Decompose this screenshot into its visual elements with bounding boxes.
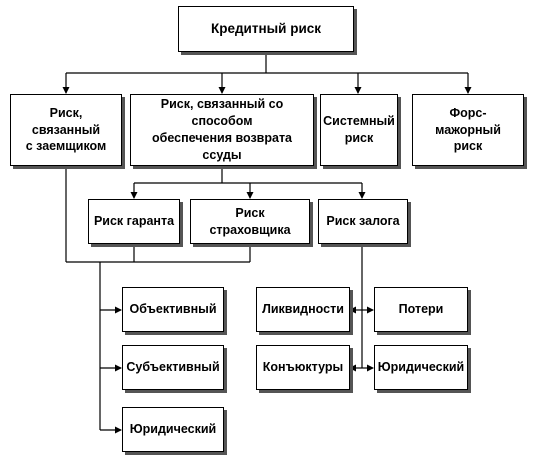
node-insurer-risk-label: Риск страховщика xyxy=(209,205,291,237)
node-pledge-risk-label: Риск залога xyxy=(326,214,400,229)
node-legal-risk-collateral-label: Юридический xyxy=(377,360,465,375)
node-objective-risk-label: Объективный xyxy=(129,302,217,317)
node-collateral-method-risk: Риск, связанный со способом обеспечения … xyxy=(130,94,314,166)
node-systemic-risk-line2: риск xyxy=(344,131,374,145)
node-force-majeure-risk: Форс-мажорный риск xyxy=(412,94,524,166)
node-market-conditions-risk: Конъюктуры xyxy=(256,345,350,390)
node-guarantor-risk-label: Риск гаранта xyxy=(93,214,175,229)
node-legal-risk-borrower: Юридический xyxy=(122,407,224,452)
node-pledge-risk: Риск залога xyxy=(318,199,408,244)
node-subjective-risk: Субъективный xyxy=(122,345,224,390)
root-node-credit-risk: Кредитный риск xyxy=(178,6,354,52)
root-label: Кредитный риск xyxy=(210,20,322,36)
node-loss-risk: Потери xyxy=(374,287,468,332)
node-collateral-method-risk-line1: Риск, связанный со способом xyxy=(160,97,284,129)
node-guarantor-risk: Риск гаранта xyxy=(88,199,180,244)
node-systemic-risk: Системный риск xyxy=(320,94,398,166)
node-collateral-method-risk-line2: обеспечения возврата ссуды xyxy=(151,131,293,162)
node-liquidity-risk-label: Ликвидности xyxy=(262,302,344,317)
node-loss-risk-label: Потери xyxy=(398,302,444,317)
node-market-conditions-risk-label: Конъюктуры xyxy=(262,360,344,375)
node-borrower-risk-line2: с заемщиком xyxy=(25,139,107,154)
node-objective-risk: Объективный xyxy=(122,287,224,332)
node-force-majeure-risk-line1: Форс-мажорный xyxy=(435,105,501,137)
node-systemic-risk-line1: Системный xyxy=(323,114,395,129)
node-legal-risk-borrower-label: Юридический xyxy=(129,422,217,437)
node-borrower-risk-line1: Риск, связанный xyxy=(31,105,101,137)
node-insurer-risk: Риск страховщика xyxy=(190,199,310,244)
node-legal-risk-collateral: Юридический xyxy=(374,345,468,390)
node-force-majeure-risk-line2: риск xyxy=(453,139,483,154)
node-subjective-risk-label: Субъективный xyxy=(126,360,220,375)
node-borrower-risk: Риск, связанный с заемщиком xyxy=(10,94,122,166)
node-liquidity-risk: Ликвидности xyxy=(256,287,350,332)
